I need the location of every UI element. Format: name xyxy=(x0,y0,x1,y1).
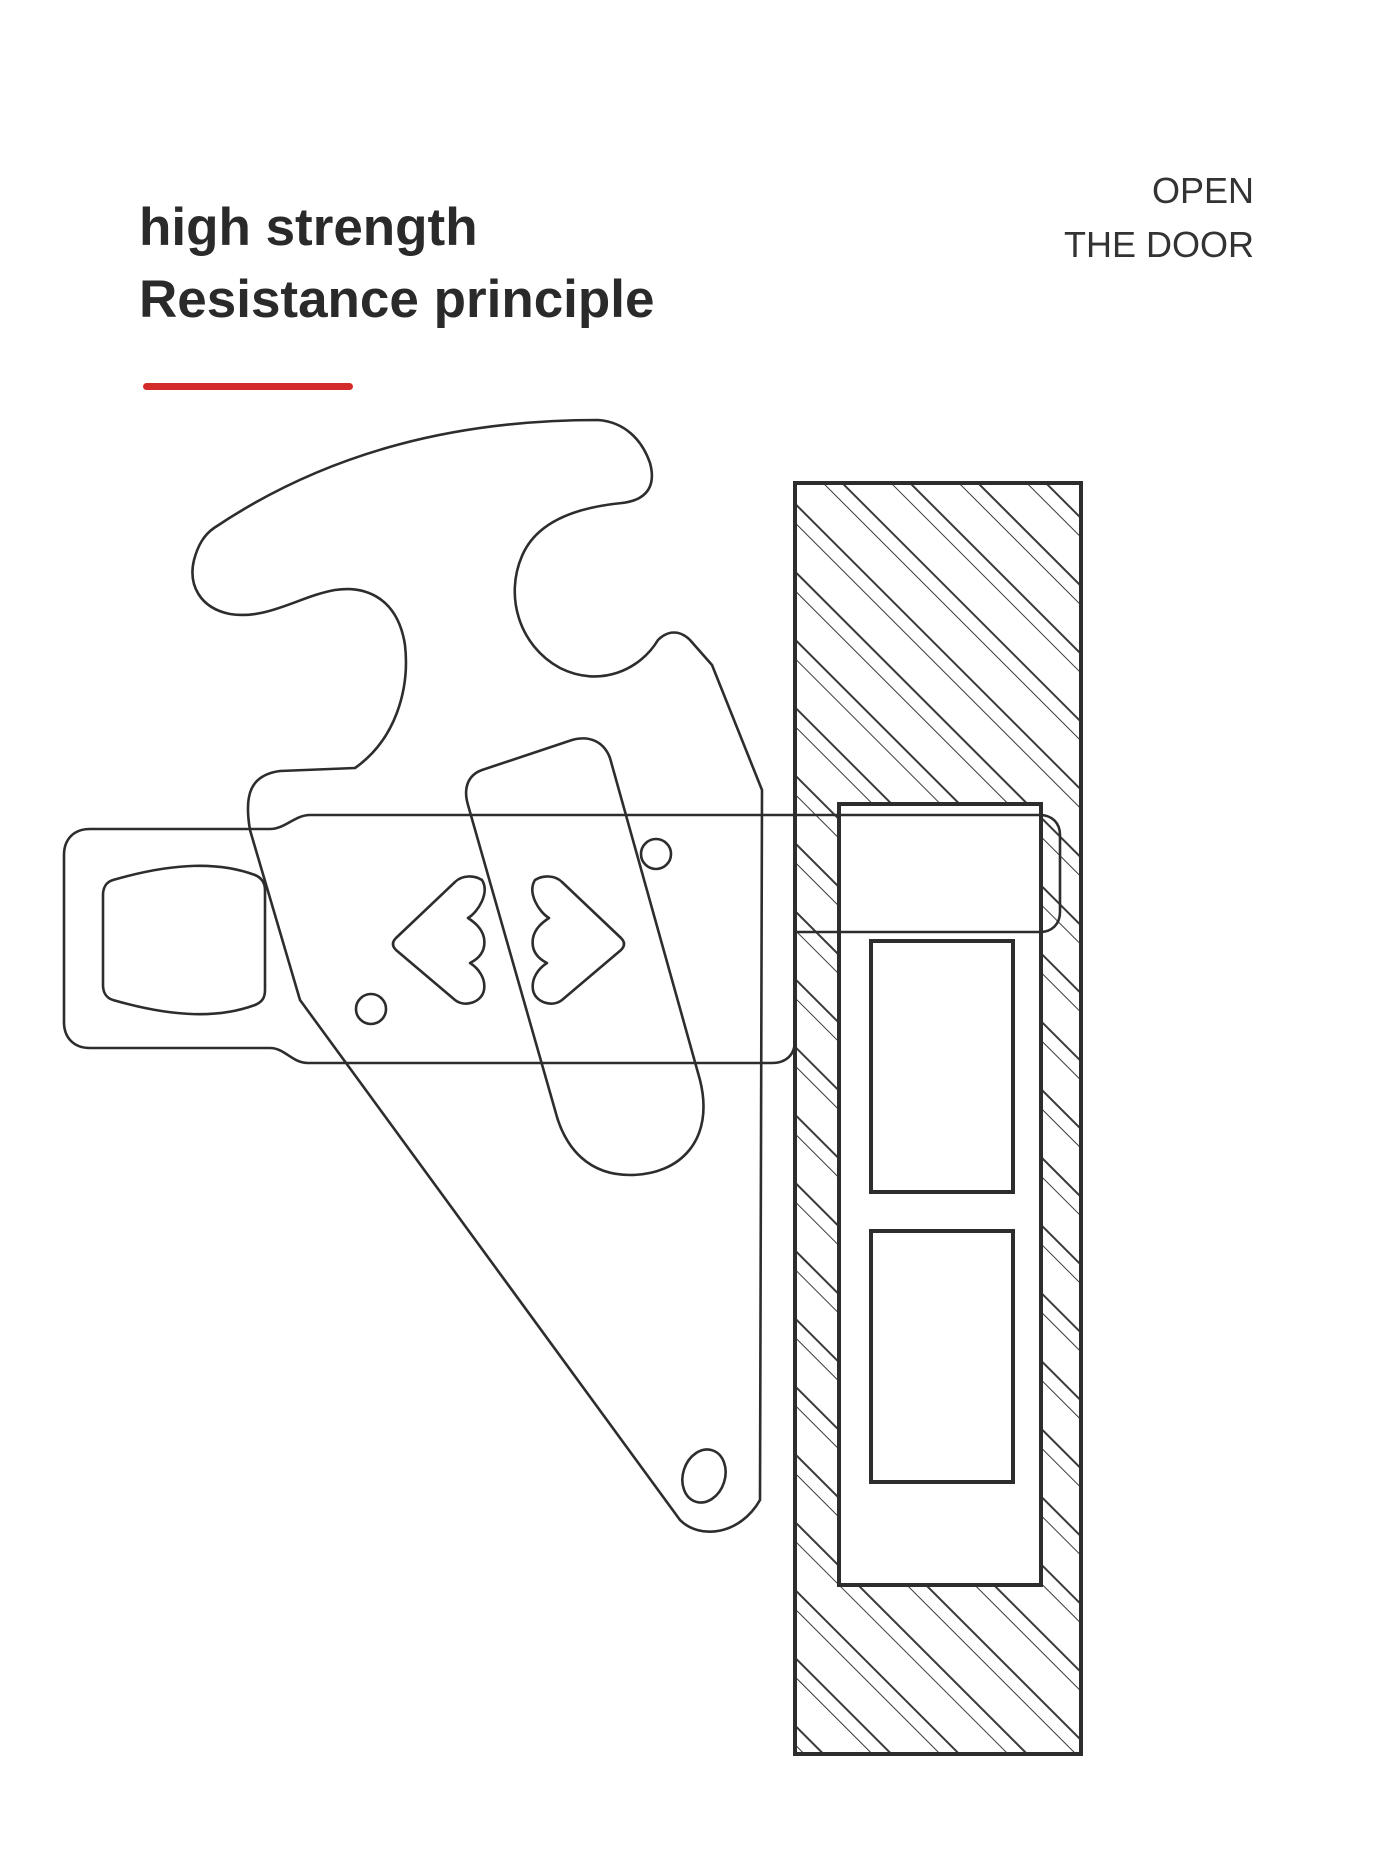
release-lever-outline xyxy=(464,737,705,1177)
door-frame-outline xyxy=(793,481,1083,1756)
diagram-title: high strength Resistance principle xyxy=(139,192,654,336)
strike-plate-slot-lower xyxy=(869,1229,1015,1484)
strike-plate xyxy=(837,802,1043,1587)
title-line-2: Resistance principle xyxy=(139,270,655,329)
latch-bar-hole-top xyxy=(639,837,673,871)
hook-plate-outline xyxy=(191,418,764,1533)
latch-bar xyxy=(62,813,1062,1065)
open-door-label-line-2: THE DOOR xyxy=(1063,224,1254,265)
arrow-right-icon xyxy=(531,875,626,1005)
strike-plate-slot-upper xyxy=(869,939,1015,1194)
latch-bar-hole-bottom xyxy=(354,992,388,1026)
hook-plate xyxy=(191,418,764,1533)
arrow-left-icon xyxy=(391,875,486,1005)
title-line-1: high strength xyxy=(139,198,478,257)
latch-bar-outline xyxy=(62,813,1062,1065)
open-door-label: OPEN THE DOOR xyxy=(1064,164,1254,272)
latch-bar-grip xyxy=(101,864,267,1016)
hook-plate-hole xyxy=(681,1448,727,1504)
release-lever xyxy=(391,737,705,1177)
open-door-label-line-1: OPEN xyxy=(1151,170,1254,211)
accent-underline xyxy=(143,383,353,390)
